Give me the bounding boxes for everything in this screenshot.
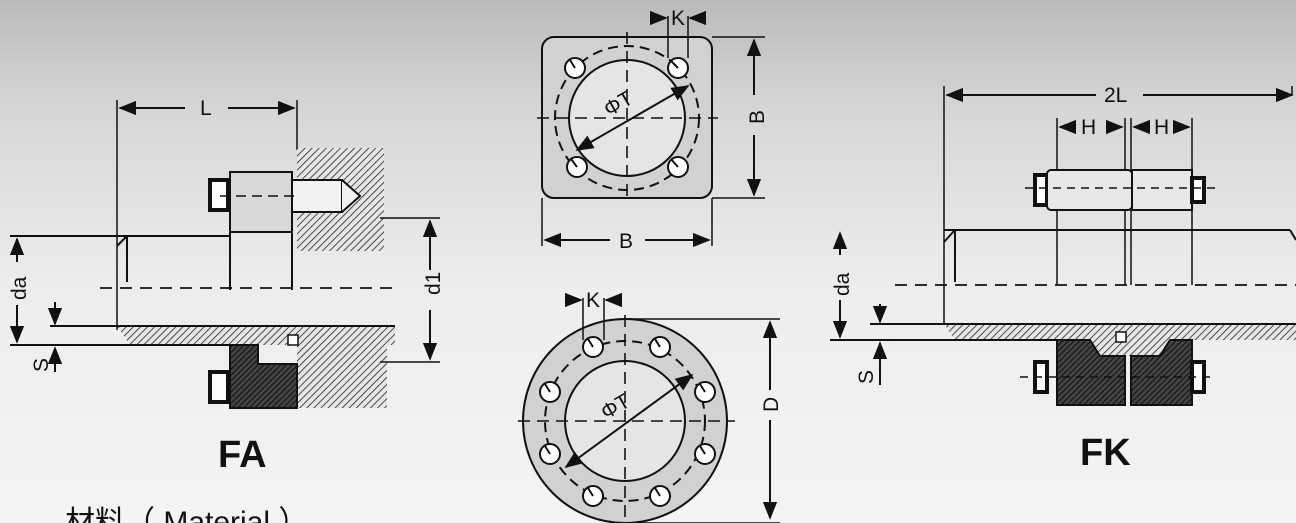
fa-dim-S: S (30, 358, 53, 372)
material-label: 材料（ Material ） (65, 506, 308, 523)
fk-view (830, 86, 1296, 406)
fa-bushing (117, 326, 395, 345)
fk-dim-H-right: H (1154, 116, 1169, 139)
fa-lower-flange (229, 344, 298, 409)
fa-screw-head-lower (208, 370, 230, 404)
square-flange-dim-B-right: B (746, 110, 769, 124)
round-flange-dim-K: K (586, 289, 600, 312)
fk-lower-flange-left (1056, 339, 1126, 406)
square-flange-holes (564, 57, 689, 178)
round-flange-dim-D: D (760, 397, 783, 412)
square-flange-view (537, 10, 765, 248)
square-flange-phi-arrow (575, 85, 690, 151)
fk-lower-flange-right (1130, 339, 1193, 406)
fa-dim-L: L (200, 97, 212, 120)
fa-dim-d1: d1 (422, 272, 445, 295)
fk-dim-da: da (831, 272, 854, 296)
fa-screw-head-upper (208, 178, 230, 212)
fa-flange-block (229, 171, 293, 233)
fk-title: FK (1080, 432, 1131, 474)
square-flange-dim-B-bottom: B (619, 230, 633, 253)
round-flange-holes (539, 336, 716, 507)
fk-dim-2L: 2L (1104, 84, 1127, 107)
square-flange-dim-K: K (671, 7, 685, 30)
fa-dim-da: da (8, 276, 31, 300)
round-flange-view (518, 292, 780, 523)
fa-view (9, 100, 440, 409)
fk-dim-H-left: H (1081, 116, 1096, 139)
fa-title: FA (218, 434, 267, 476)
fk-dim-S: S (855, 370, 878, 384)
round-flange-phi-arrow (564, 373, 694, 469)
